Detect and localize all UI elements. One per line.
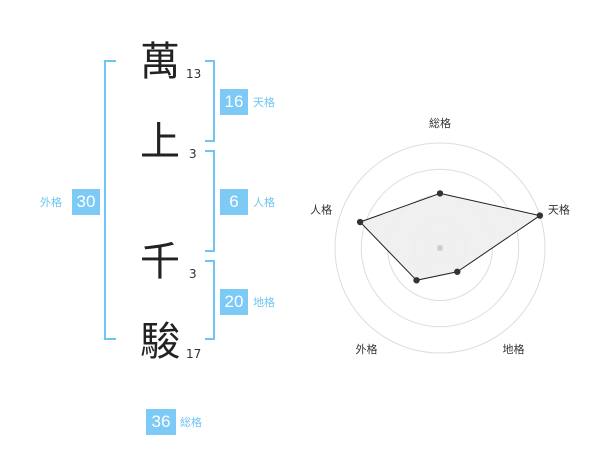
radar-point-4 [413, 277, 420, 284]
gaikaku-bracket [104, 60, 116, 340]
name-char-3: 千 [140, 239, 180, 285]
radar-axis-label-3: 地格 [503, 342, 525, 356]
name-char-4: 駿 [140, 319, 180, 365]
radar-axis-label-2: 天格 [548, 202, 570, 216]
gaikaku-value: 30 [72, 189, 100, 215]
soukaku-value: 36 [146, 409, 176, 435]
radar-point-2 [536, 212, 544, 219]
radar-point-5 [356, 218, 364, 226]
stroke-count-4: 17 [186, 347, 202, 361]
tenkaku-value: 16 [220, 89, 248, 115]
stroke-count-3: 3 [189, 267, 197, 281]
gaikaku-label: 外格 [40, 196, 62, 209]
soukaku-label: 総格 [180, 416, 202, 429]
radar-axis-label-1: 総格 [429, 116, 451, 130]
chikaku-value: 20 [220, 289, 248, 315]
tenkaku-bracket [205, 60, 215, 142]
radar-axis-label-5: 人格 [310, 202, 332, 216]
radar-center-dot [437, 245, 443, 251]
tenkaku-label: 天格 [253, 96, 275, 109]
radar-axis-label-4: 外格 [356, 342, 378, 356]
chikaku-bracket [205, 260, 215, 340]
radar-series-area [359, 192, 542, 281]
jinkaku-value: 6 [220, 189, 248, 215]
radar-point-1 [436, 190, 444, 197]
stroke-count-1: 13 [186, 67, 202, 81]
name-char-1: 萬 [140, 39, 180, 85]
jinkaku-label: 人格 [253, 196, 275, 209]
chikaku-label: 地格 [253, 296, 275, 309]
radar-point-3 [454, 268, 461, 275]
name-char-2: 上 [140, 119, 180, 165]
stroke-count-2: 3 [189, 147, 197, 161]
jinkaku-bracket [205, 150, 215, 252]
radar-ring [334, 142, 546, 354]
radar-ring [360, 168, 520, 328]
